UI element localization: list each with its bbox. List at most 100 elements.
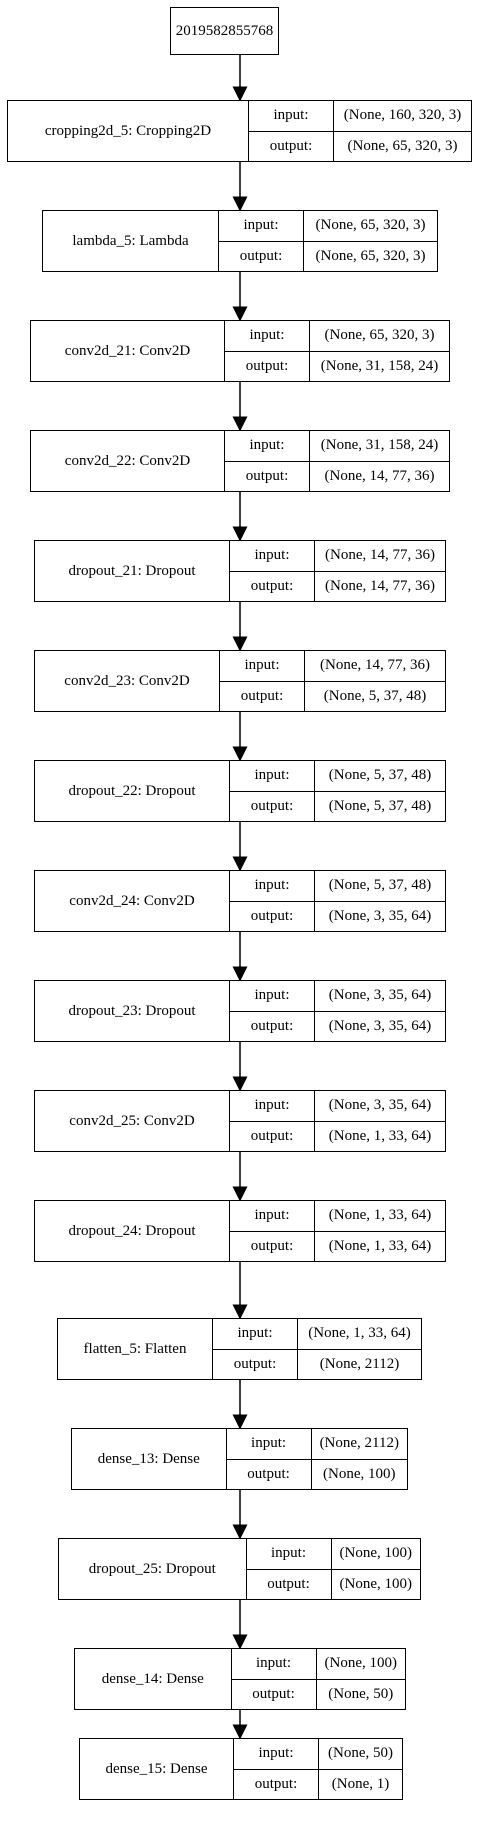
layer-name: dropout_21: Dropout — [35, 541, 230, 601]
input-shape: (None, 5, 37, 48) — [328, 877, 432, 894]
output-label: output: — [230, 1121, 315, 1151]
input-shape: (None, 1, 33, 64) — [308, 1325, 411, 1342]
output-label: output: — [220, 681, 305, 711]
layer-input-row: input: (None, 65, 320, 3) — [225, 321, 449, 351]
output-label: output: — [232, 1679, 317, 1709]
input-shape: (None, 2112) — [319, 1435, 399, 1452]
layer-input-row: input: (None, 14, 77, 36) — [230, 541, 445, 571]
input-node: 2019582855768 — [170, 7, 279, 55]
input-label: input: — [225, 321, 310, 351]
output-shape: (None, 3, 35, 64) — [328, 907, 432, 924]
layer-output-row: output: (None, 5, 37, 48) — [230, 790, 445, 821]
input-shape: (None, 100) — [339, 1545, 412, 1562]
input-label: input: — [219, 211, 304, 241]
layer-output-row: output:(None, 2112) — [213, 1348, 421, 1379]
layer-input-row: input:(None, 160, 320, 3) — [249, 101, 471, 131]
layer-name: dropout_24: Dropout — [35, 1201, 230, 1261]
input-shape: (None, 65, 320, 3) — [315, 217, 426, 234]
layer-input-row: input: (None, 100) — [247, 1539, 420, 1569]
layer-input-row: input: (None, 65, 320, 3) — [219, 211, 437, 241]
input-shape: (None, 160, 320, 3) — [343, 107, 462, 124]
output-label: output: — [230, 901, 315, 931]
input-label: input: — [230, 871, 315, 901]
output-shape: (None, 65, 320, 3) — [315, 247, 426, 264]
layer-name: conv2d_22: Conv2D — [31, 431, 225, 491]
layer-input-row: input: (None, 14, 77, 36) — [220, 651, 445, 681]
output-shape: (None, 2112) — [319, 1355, 400, 1372]
layer-input-row: input:(None, 31, 158, 24) — [225, 431, 449, 461]
input-shape: (None, 50) — [328, 1745, 393, 1762]
output-shape: (None, 14, 77, 36) — [325, 577, 435, 594]
layer-output-row: output: (None, 3, 35, 64) — [230, 900, 445, 931]
input-label: input: — [247, 1539, 332, 1569]
layer-name: dense_13: Dense — [72, 1429, 227, 1489]
output-label: output: — [225, 351, 310, 381]
layer-output-row: output:(None, 1, 33, 64) — [230, 1120, 445, 1151]
layer-input-row: input:(None, 100) — [232, 1649, 405, 1679]
output-label: output: — [230, 571, 315, 601]
output-label: output: — [219, 241, 304, 271]
output-label: output: — [225, 461, 310, 491]
layer-input-row: input: (None, 50) — [234, 1739, 402, 1769]
layer-name: conv2d_21: Conv2D — [31, 321, 225, 381]
input-shape: (None, 14, 77, 36) — [325, 547, 435, 564]
output-shape: (None, 31, 158, 24) — [320, 357, 439, 374]
output-label: output: — [230, 1011, 315, 1041]
output-label: output: — [230, 791, 315, 821]
output-shape: (None, 5, 37, 48) — [328, 797, 432, 814]
input-label: input: — [225, 431, 310, 461]
layer-name: dropout_22: Dropout — [35, 761, 230, 821]
input-shape: (None, 1, 33, 64) — [328, 1207, 432, 1224]
layer-output-row: output: (None, 3, 35, 64) — [230, 1010, 445, 1041]
output-label: output: — [234, 1769, 319, 1799]
layer-input-row: input: (None, 5, 37, 48) — [230, 871, 445, 901]
input-shape: (None, 65, 320, 3) — [324, 327, 435, 344]
output-shape: (None, 3, 35, 64) — [328, 1017, 432, 1034]
output-label: output: — [230, 1231, 315, 1261]
input-label: input: — [227, 1429, 312, 1459]
input-label: input: — [234, 1739, 319, 1769]
input-label: input: — [230, 1091, 315, 1121]
layer-name: dense_15: Dense — [80, 1739, 234, 1799]
input-shape: (None, 5, 37, 48) — [328, 767, 432, 784]
input-label: input: — [220, 651, 305, 681]
output-shape: (None, 14, 77, 36) — [324, 467, 435, 484]
input-shape: (None, 14, 77, 36) — [320, 657, 430, 674]
layer-output-row: output: (None, 31, 158, 24) — [225, 350, 449, 381]
input-node-label: 2019582855768 — [175, 22, 274, 39]
layer-input-row: input:(None, 1, 33, 64) — [230, 1201, 445, 1231]
input-label: input: — [230, 541, 315, 571]
layer-input-row: input: (None, 1, 33, 64) — [213, 1319, 421, 1349]
output-shape: (None, 50) — [328, 1685, 394, 1702]
output-label: output: — [247, 1569, 332, 1599]
layer-output-row: output: (None, 65, 320, 3) — [219, 240, 437, 271]
input-label: input: — [232, 1649, 317, 1679]
layer-output-row: output: (None, 1) — [234, 1768, 402, 1799]
output-shape: (None, 100) — [339, 1575, 412, 1592]
input-label: input: — [213, 1319, 298, 1349]
output-shape: (None, 1) — [331, 1775, 390, 1792]
layer-output-row: output:(None, 100) — [226, 1458, 407, 1489]
output-label: output: — [227, 1459, 312, 1489]
layer-output-row: output:(None, 5, 37, 48) — [220, 680, 445, 711]
layer-output-row: output:(None, 65, 320, 3) — [249, 130, 471, 161]
layer-input-row: input:(None, 3, 35, 64) — [230, 981, 445, 1011]
layer-name: flatten_5: Flatten — [58, 1319, 213, 1379]
